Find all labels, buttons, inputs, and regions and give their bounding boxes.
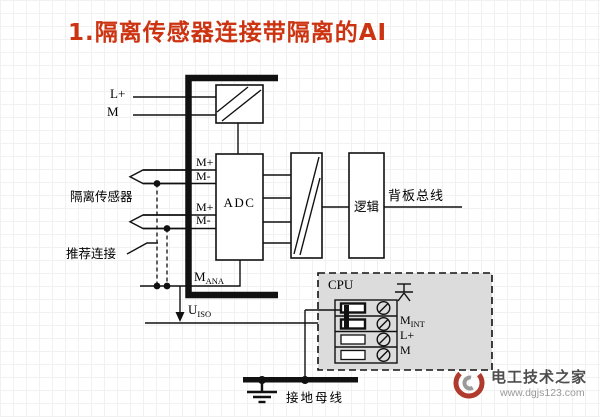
ch1-m-plus-label: M+ bbox=[196, 155, 214, 169]
junction-dot bbox=[258, 376, 266, 384]
converter-diagonal-1 bbox=[216, 86, 249, 113]
earth-ground-icon bbox=[247, 382, 277, 404]
page-title: 1.隔离传感器连接带隔离的AI bbox=[68, 20, 388, 46]
ch2-m-minus-label: M- bbox=[196, 213, 211, 227]
adc-label: ADC bbox=[223, 195, 256, 210]
sensor-2-symbol bbox=[128, 214, 188, 230]
ground-bus-label: 接地母线 bbox=[286, 390, 345, 405]
screw-terminal-icons bbox=[376, 301, 391, 363]
ground-bus-line bbox=[243, 377, 358, 383]
isolation-diagonal-2 bbox=[299, 177, 321, 256]
converter-diagonal-2 bbox=[221, 89, 262, 122]
module-boundary bbox=[185, 74, 278, 299]
ch1-m-minus-label: M- bbox=[196, 169, 211, 183]
ch2-m-plus-label: M+ bbox=[196, 200, 214, 214]
m-label: M bbox=[107, 104, 119, 119]
l-plus-label: L+ bbox=[110, 86, 126, 101]
logic-box bbox=[348, 152, 385, 259]
terminal-contact-1 bbox=[339, 302, 367, 314]
m-ana-label: MANA bbox=[194, 269, 224, 286]
recommended-connection-label: 推荐连接 bbox=[66, 246, 117, 261]
watermark-site-name: 电工技术之家 bbox=[491, 368, 588, 386]
power-converter-box bbox=[215, 84, 264, 124]
functional-earth-icon bbox=[395, 283, 413, 302]
cpu-m-label: M bbox=[400, 343, 411, 357]
isolated-sensor-label: 隔离传感器 bbox=[70, 189, 133, 204]
terminal-jumper bbox=[344, 305, 349, 329]
backplane-bus-label: 背板总线 bbox=[388, 189, 445, 204]
recommended-label-pointer bbox=[126, 242, 158, 255]
adc-box bbox=[215, 153, 264, 261]
m-ana-wire bbox=[140, 260, 241, 287]
cpu-label: CPU bbox=[328, 277, 354, 292]
watermark-logo-icon bbox=[453, 367, 485, 399]
terminal-contact-3 bbox=[340, 334, 366, 345]
u-iso-arrow-icon bbox=[175, 312, 185, 322]
isolation-diagonal-1 bbox=[293, 156, 320, 255]
watermark-site-url: www.dgjs123.com bbox=[500, 387, 585, 399]
junction-dot bbox=[301, 376, 309, 384]
terminal-contact-4 bbox=[340, 349, 366, 361]
cpu-l-plus-label: L+ bbox=[400, 328, 415, 342]
terminal-contact-2 bbox=[339, 318, 367, 330]
logic-label: 逻辑 bbox=[353, 199, 379, 214]
cpu-m-int-label: MINT bbox=[400, 313, 425, 329]
u-iso-label: UISO bbox=[188, 302, 212, 319]
